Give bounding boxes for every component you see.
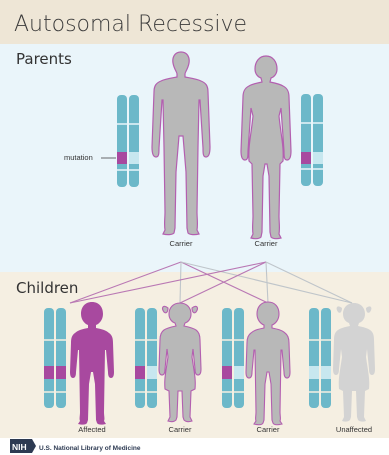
nih-org-name: U.S. National Library of Medicine xyxy=(39,445,141,452)
mother-figure xyxy=(241,56,291,239)
child1-figure xyxy=(70,302,114,425)
father-label: Carrier xyxy=(161,239,201,248)
child3-chromosome-pair xyxy=(222,308,244,408)
line-father-child1 xyxy=(70,262,181,303)
father-figure xyxy=(152,52,210,235)
child4-figure xyxy=(333,303,375,422)
nih-logo-text: NIH xyxy=(12,442,27,452)
child3-label: Carrier xyxy=(246,425,290,434)
child2-figure xyxy=(159,303,201,422)
father-chromosome-pair xyxy=(117,95,139,187)
page-title: Autosomal Recessive xyxy=(14,12,247,37)
line-mother-child4 xyxy=(266,262,352,303)
mutation-label: mutation xyxy=(64,153,93,162)
child4-label: Unaffected xyxy=(330,425,378,434)
parents-heading: Parents xyxy=(16,50,72,68)
mother-label: Carrier xyxy=(246,239,286,248)
mutation-band xyxy=(117,152,127,164)
nih-logo: NIH xyxy=(10,439,36,453)
line-father-child2 xyxy=(180,262,181,303)
child3-figure xyxy=(246,302,290,425)
child2-label: Carrier xyxy=(158,425,202,434)
child1-chromosome-pair xyxy=(44,308,66,408)
inheritance-lines xyxy=(70,262,352,303)
children-heading: Children xyxy=(16,279,78,297)
child1-label: Affected xyxy=(70,425,114,434)
mother-chromosome-pair xyxy=(301,94,323,186)
line-mother-child1 xyxy=(70,262,266,303)
child4-chromosome-pair xyxy=(309,308,331,408)
child2-chromosome-pair xyxy=(135,308,157,408)
